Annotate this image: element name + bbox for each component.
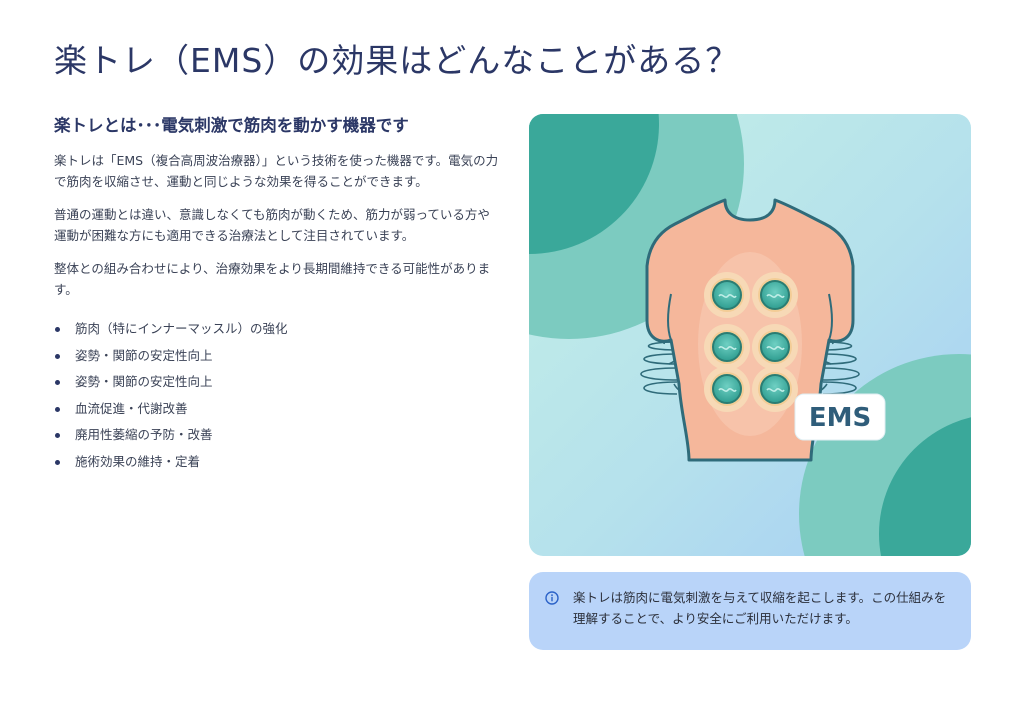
benefit-item: 廃用性萎縮の予防・改善 bbox=[54, 422, 500, 449]
benefit-label: 廃用性萎縮の予防・改善 bbox=[75, 427, 213, 442]
benefit-item: 姿勢・関節の安定性向上 bbox=[54, 343, 500, 370]
bullet-icon bbox=[55, 380, 60, 385]
decor-circle bbox=[529, 114, 659, 254]
bullet-icon bbox=[55, 353, 60, 359]
intro-section: 楽トレとは･･･電気刺激で筋肉を動かす機器です 楽トレは「EMS（複合高周波治療… bbox=[54, 112, 500, 475]
bullet-icon bbox=[55, 406, 60, 412]
decor-circle bbox=[879, 417, 971, 556]
bullet-icon bbox=[55, 459, 60, 465]
ems-illustration: EMS bbox=[529, 114, 971, 556]
info-box: 楽トレは筋肉に電気刺激を与えて収縮を起こします。この仕組みを理解することで、より… bbox=[529, 572, 971, 650]
benefit-label: 姿勢・関節の安定性向上 bbox=[75, 374, 213, 389]
page-title: 楽トレ（EMS）の効果はどんなことがある？ bbox=[54, 41, 740, 80]
benefit-label: 筋肉（特にインナーマッスル）の強化 bbox=[75, 321, 288, 336]
section-subtitle: 楽トレとは･･･電気刺激で筋肉を動かす機器です bbox=[54, 116, 409, 135]
benefit-label: 血流促進・代謝改善 bbox=[75, 400, 188, 416]
ems-badge-label: EMS bbox=[809, 403, 871, 433]
benefit-item: 筋肉（特にインナーマッスル）の強化 bbox=[54, 316, 500, 343]
ems-badge: EMS bbox=[794, 393, 886, 441]
info-text: 楽トレは筋肉に電気刺激を与えて収縮を起こします。この仕組みを理解することで、より… bbox=[573, 590, 947, 626]
benefit-item: 姿勢・関節の安定性向上 bbox=[54, 369, 500, 396]
intro-paragraph: 楽トレは「EMS（複合高周波治療器）」という技術を使った機器です。電気の力で筋肉… bbox=[54, 153, 499, 189]
benefit-item: 血流促進・代謝改善 bbox=[54, 396, 500, 423]
benefit-list: 筋肉（特にインナーマッスル）の強化 姿勢・関節の安定性向上 姿勢・関節の安定性向… bbox=[54, 316, 500, 475]
bullet-icon bbox=[55, 433, 60, 438]
ems-pads bbox=[704, 272, 798, 412]
intro-paragraph: 普通の運動とは違い、意識しなくても筋肉が動くため、筋力が弱っている方や運動が困難… bbox=[54, 207, 490, 243]
benefit-item: 施術効果の維持・定着 bbox=[54, 449, 500, 476]
benefit-label: 姿勢・関節の安定性向上 bbox=[75, 347, 213, 363]
bullet-icon bbox=[55, 327, 60, 332]
intro-paragraph: 整体との組み合わせにより、治療効果をより長期間維持できる可能性があります。 bbox=[54, 261, 491, 297]
info-icon bbox=[545, 591, 559, 605]
ems-torso-illustration: EMS bbox=[529, 114, 971, 556]
benefit-label: 施術効果の維持・定着 bbox=[75, 453, 201, 469]
